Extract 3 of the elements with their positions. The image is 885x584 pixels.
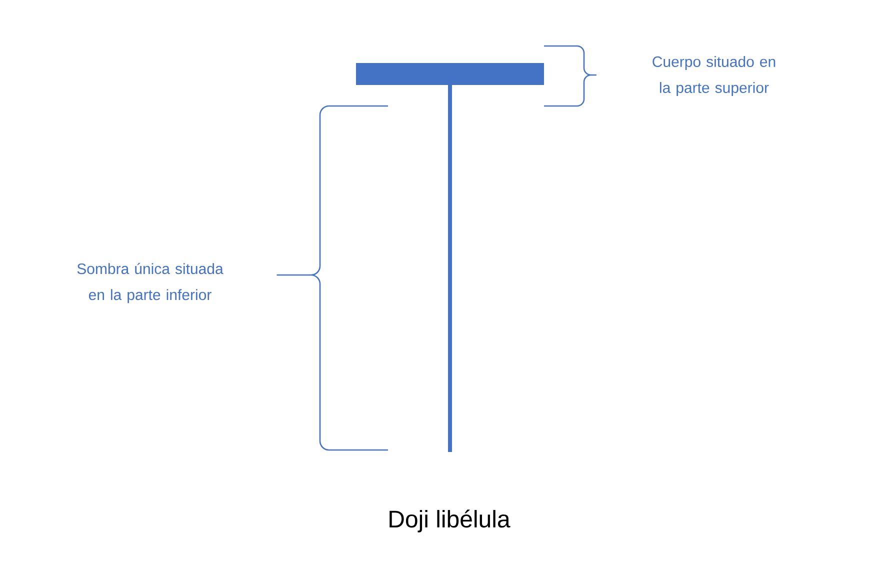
annotation-label: Sombra única situada en la parte inferior: [77, 262, 224, 304]
caption: Doji libélula: [390, 510, 510, 532]
annotation-label: Cuerpo situado en la parte superior: [652, 56, 776, 96]
